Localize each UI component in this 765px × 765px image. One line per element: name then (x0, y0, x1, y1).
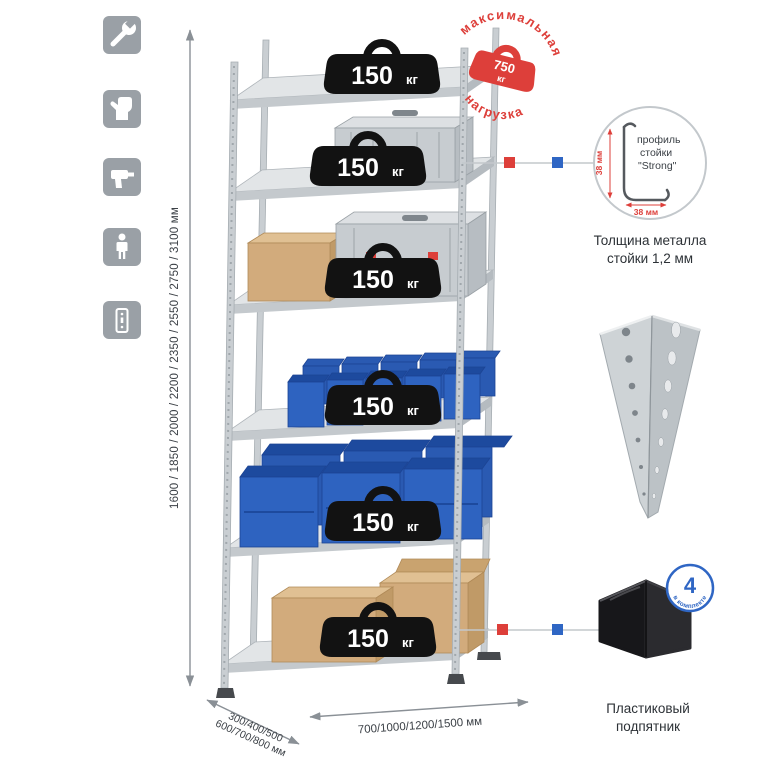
svg-text:150: 150 (352, 393, 394, 421)
foot-caption: Пластиковый подпятник (538, 700, 758, 735)
drill-icon (103, 158, 141, 196)
profile-caption-line2: стойки 1,2 мм (606, 250, 694, 266)
svg-text:кг: кг (496, 73, 507, 85)
max-load-weight-icon: 750 кг (468, 44, 536, 92)
weight-badge-1: 150 кг (324, 43, 440, 94)
svg-text:150: 150 (352, 266, 394, 294)
svg-text:кг: кг (402, 635, 415, 650)
weight-badge-3: 150 кг (325, 247, 441, 298)
wrench-icon (103, 16, 141, 54)
shelving-rack (216, 27, 513, 698)
weight-badge-5: 150 кг (325, 490, 441, 541)
post-profile-image (599, 314, 701, 519)
svg-text:кг: кг (406, 72, 419, 87)
svg-text:4: 4 (684, 573, 697, 598)
width-dimension-line (309, 698, 529, 721)
foot-caption-line2: подпятник (615, 718, 681, 734)
profile-circle-callout: 38 мм 38 мм профиль стойки "Strong" (593, 106, 707, 220)
svg-text:профиль: профиль (637, 134, 681, 146)
svg-text:38 мм: 38 мм (634, 207, 658, 217)
foot-connector (456, 624, 600, 635)
svg-text:150: 150 (347, 625, 389, 653)
svg-text:кг: кг (392, 164, 405, 179)
person-icon (103, 228, 141, 266)
weight-badge-2: 150 кг (310, 135, 426, 186)
svg-text:38 мм: 38 мм (594, 151, 604, 175)
profile-caption: Толщина металла стойки 1,2 мм (540, 232, 760, 267)
red-marker-square (497, 624, 508, 635)
svg-text:стойки: стойки (640, 147, 672, 159)
profile-caption-line1: Толщина металла (593, 233, 707, 248)
svg-text:кг: кг (407, 519, 420, 534)
svg-text:кг: кг (407, 276, 420, 291)
gloves-icon (103, 90, 141, 128)
blue-marker-square (552, 624, 563, 635)
depth-dimension-line (206, 699, 300, 745)
svg-text:750: 750 (492, 57, 517, 77)
foot-caption-line1: Пластиковый (606, 701, 690, 716)
blue-marker-square (552, 157, 563, 168)
profile-connector (462, 157, 594, 168)
quantity-badge: 4 в комплекте (665, 563, 715, 613)
rack-post-icon (103, 301, 141, 339)
svg-text:150: 150 (351, 62, 393, 90)
svg-text:"Strong": "Strong" (638, 160, 677, 172)
svg-text:150: 150 (352, 509, 394, 537)
svg-text:150: 150 (337, 154, 379, 182)
svg-text:кг: кг (407, 403, 420, 418)
height-dimensions-label: 1600 / 1850 / 2000 / 2200 / 2350 / 2550 … (169, 207, 181, 509)
weight-badge-4: 150 кг (325, 374, 441, 425)
weight-badge-6: 150 кг (320, 606, 436, 657)
red-marker-square (504, 157, 515, 168)
profile-drawing (622, 122, 670, 202)
